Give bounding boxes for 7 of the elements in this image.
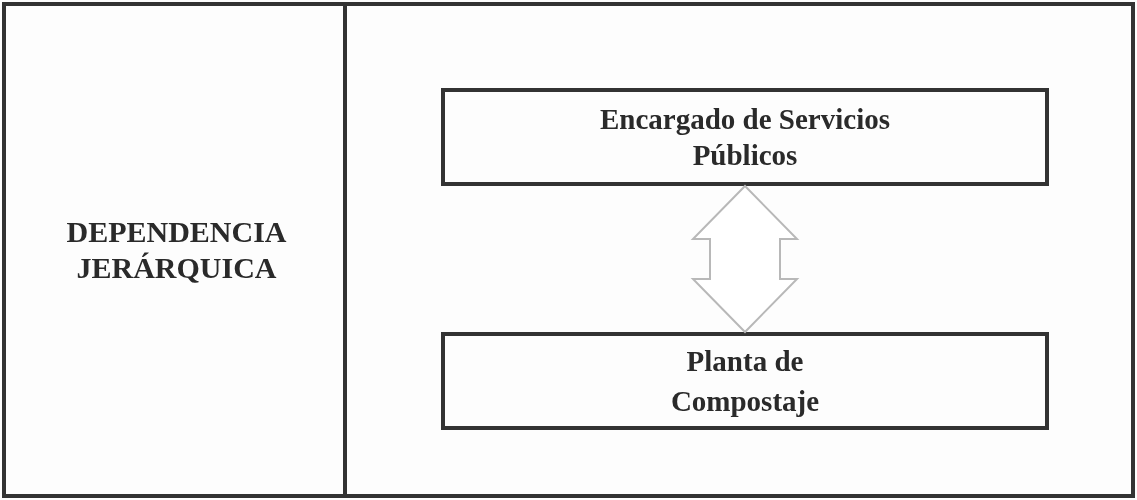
process-box [441, 88, 1049, 186]
process-box [441, 332, 1049, 430]
double-arrow [690, 184, 800, 334]
header-text: DEPENDENCIA JERÁRQUICA [65, 214, 288, 286]
box-text: Planta de Compostaje [669, 344, 821, 419]
box-text: Encargado de Servicios Públicos [599, 102, 891, 173]
content-cell [343, 2, 1135, 498]
